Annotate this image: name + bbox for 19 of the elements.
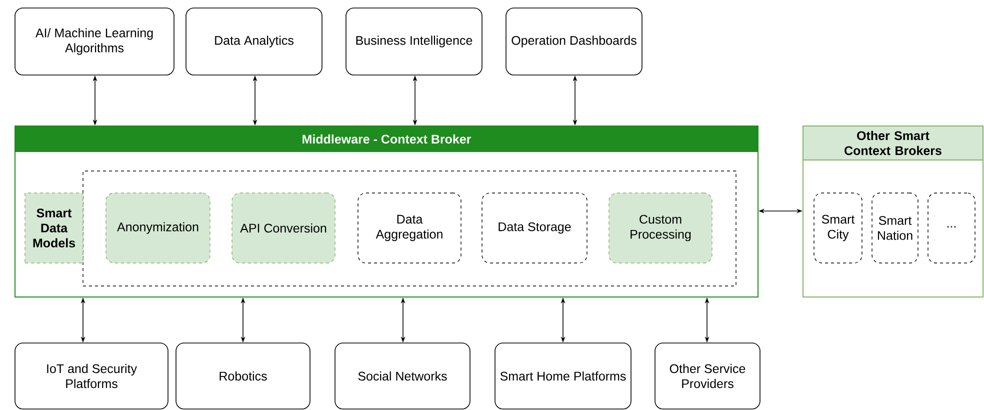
process-box: API Conversion [232, 192, 336, 264]
platform-box: Other Service Providers [654, 342, 760, 410]
platform-box: AI/ Machine Learning Algorithms [14, 8, 174, 76]
process-box: Data Aggregation [358, 192, 462, 264]
platform-box: IoT and Security Platforms [14, 342, 168, 410]
broker-box: Smart Nation [872, 192, 918, 264]
dashed-group [82, 170, 736, 286]
process-box: Data Storage [482, 192, 588, 264]
platform-box: Robotics [176, 342, 310, 410]
broker-box: ... [928, 192, 976, 264]
platform-box: Smart Home Platforms [494, 342, 632, 410]
process-box: Custom Processing [608, 192, 712, 264]
process-box: Anonymization [106, 192, 210, 264]
model-box: Smart Data Models [24, 192, 84, 264]
platform-box: Operation Dashboards [506, 8, 642, 76]
platform-box: Data Analytics [186, 8, 322, 76]
broker-box: Smart City [814, 192, 862, 264]
platform-box: Social Networks [334, 342, 470, 410]
platform-box: Business Intelligence [346, 8, 482, 76]
